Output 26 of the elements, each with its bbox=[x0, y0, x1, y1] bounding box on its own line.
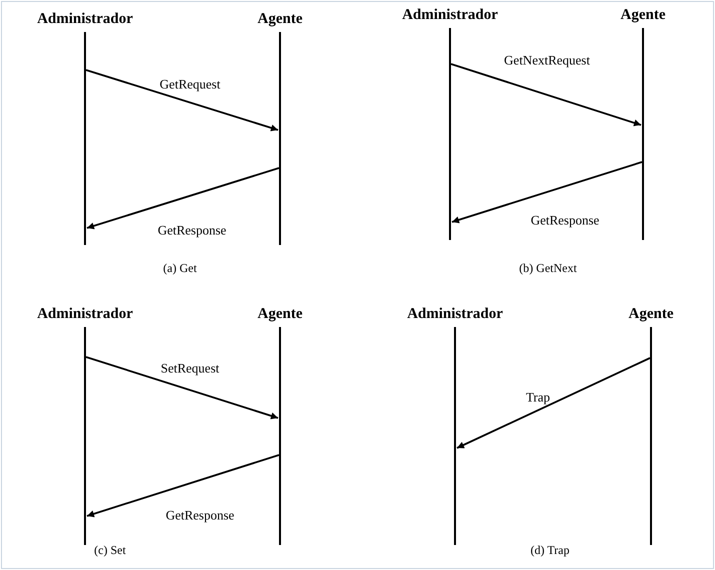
lifeline-heading: Agente bbox=[258, 305, 302, 323]
lifeline-heading: Agente bbox=[258, 10, 302, 28]
panel-caption: (d) Trap bbox=[530, 543, 570, 557]
panel-caption: (c) Set bbox=[94, 543, 126, 557]
edge-label: GetResponse bbox=[158, 222, 226, 238]
edge-label: GetResponse bbox=[166, 508, 234, 522]
arrow bbox=[86, 167, 280, 230]
arrow bbox=[452, 161, 642, 224]
lifeline-heading: Administrador bbox=[407, 305, 503, 323]
edge-label: Trap bbox=[526, 390, 550, 404]
edge-label: GetRequest bbox=[160, 76, 220, 92]
arrow bbox=[86, 356, 278, 420]
lifeline-heading: Agente bbox=[620, 6, 666, 24]
lifeline-heading: Administrador bbox=[37, 305, 133, 323]
lifeline-heading: Administrador bbox=[402, 6, 498, 24]
panel-caption: (b) GetNext bbox=[519, 261, 577, 275]
lifeline-heading: Administrador bbox=[37, 10, 133, 28]
arrow bbox=[450, 63, 642, 126]
edge-label: SetRequest bbox=[160, 360, 220, 376]
panel-caption: (a) Get bbox=[163, 261, 197, 275]
edge-label: GetResponse bbox=[530, 212, 600, 228]
edge-label: GetNextRequest bbox=[504, 52, 590, 68]
arrow bbox=[456, 357, 650, 449]
arrow bbox=[86, 69, 278, 132]
arrow bbox=[86, 454, 280, 518]
lifeline-heading: Agente bbox=[628, 305, 674, 323]
